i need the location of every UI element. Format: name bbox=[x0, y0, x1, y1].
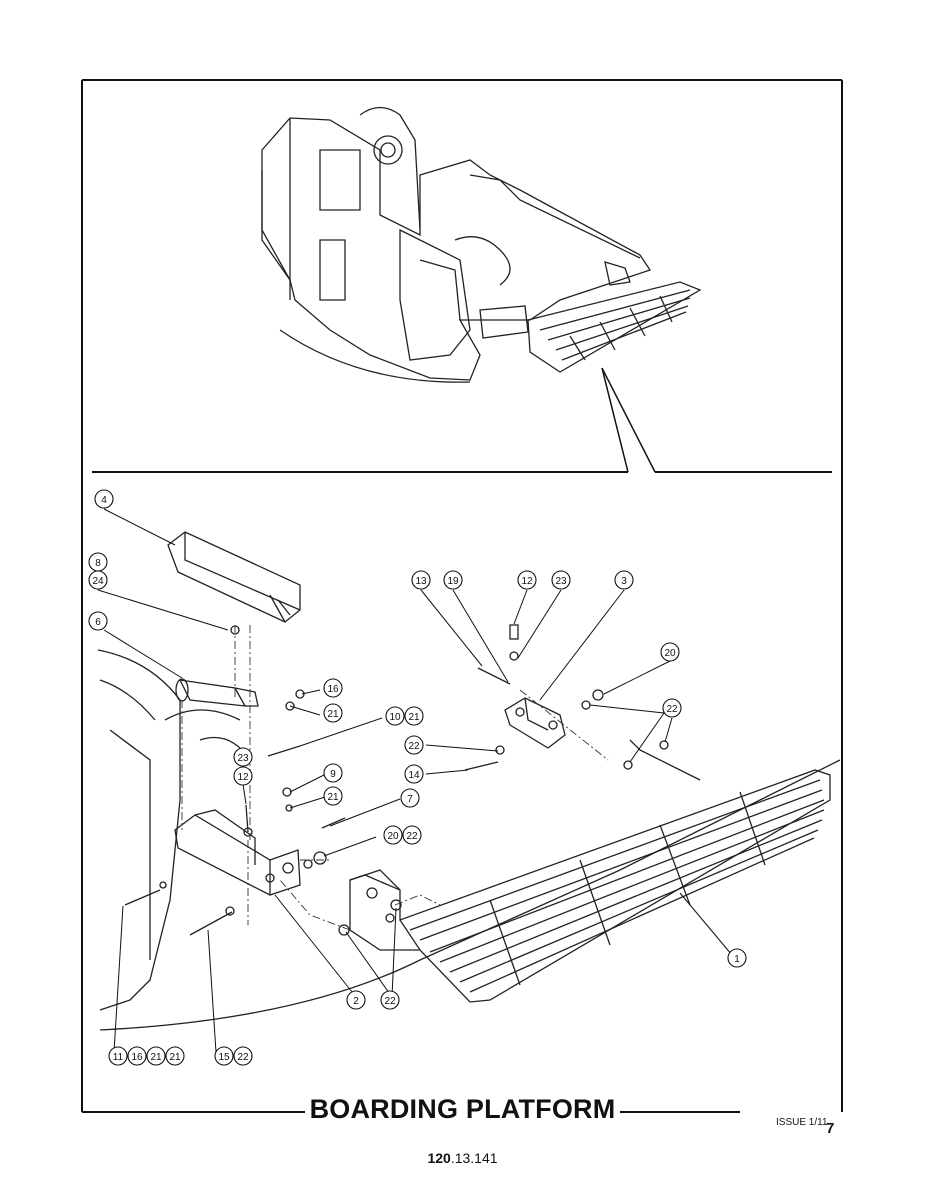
callout-10: 10 bbox=[389, 712, 401, 723]
page-title: BOARDING PLATFORM bbox=[305, 1094, 620, 1125]
callout-23: 23 bbox=[555, 576, 567, 587]
issue-label: ISSUE 1/11 bbox=[776, 1117, 828, 1128]
callout-13: 13 bbox=[415, 576, 427, 587]
callout-22: 22 bbox=[237, 1052, 249, 1063]
callout-16: 16 bbox=[327, 684, 339, 695]
document-number-rest: .13.141 bbox=[450, 1150, 498, 1166]
document-number: 120.13.141 bbox=[0, 1150, 925, 1166]
callout-21: 21 bbox=[169, 1052, 181, 1063]
callout-7: 7 bbox=[407, 794, 413, 805]
callout-9: 9 bbox=[330, 769, 336, 780]
callout-bubbles bbox=[88, 489, 747, 1066]
callout-20: 20 bbox=[664, 648, 676, 659]
callout-19: 19 bbox=[447, 576, 459, 587]
callout-20: 20 bbox=[387, 831, 399, 842]
callout-4: 4 bbox=[101, 495, 107, 506]
callout-12: 12 bbox=[237, 772, 249, 783]
callout-21: 21 bbox=[408, 712, 420, 723]
callout-2: 2 bbox=[353, 996, 359, 1007]
callout-21: 21 bbox=[327, 792, 339, 803]
callout-22: 22 bbox=[666, 704, 678, 715]
page-frame bbox=[81, 79, 843, 1113]
callout-6: 6 bbox=[95, 617, 101, 628]
machine-overview-illustration bbox=[261, 106, 702, 383]
callout-22: 22 bbox=[406, 831, 418, 842]
callout-numbers: 4 8 24 6 13 19 12 23 3 20 22 22 14 16 21… bbox=[92, 495, 740, 1063]
callout-11: 11 bbox=[113, 1052, 124, 1063]
callout-14: 14 bbox=[408, 770, 420, 781]
callout-12: 12 bbox=[521, 576, 533, 587]
alignment-lines bbox=[181, 625, 609, 931]
leader-lines bbox=[97, 508, 733, 1053]
callout-16: 16 bbox=[131, 1052, 143, 1063]
callout-21: 21 bbox=[327, 709, 339, 720]
page-number: 7 bbox=[826, 1120, 835, 1137]
callout-24: 24 bbox=[92, 576, 104, 587]
exploded-assembly-illustration bbox=[97, 531, 841, 1031]
callout-23: 23 bbox=[237, 753, 249, 764]
callout-1: 1 bbox=[734, 954, 740, 965]
callout-15: 15 bbox=[218, 1052, 230, 1063]
callout-22: 22 bbox=[408, 741, 420, 752]
document-number-bold: 120 bbox=[427, 1150, 451, 1166]
callout-22: 22 bbox=[384, 996, 396, 1007]
callout-8: 8 bbox=[95, 558, 101, 569]
callout-3: 3 bbox=[621, 576, 627, 587]
callout-21: 21 bbox=[150, 1052, 162, 1063]
